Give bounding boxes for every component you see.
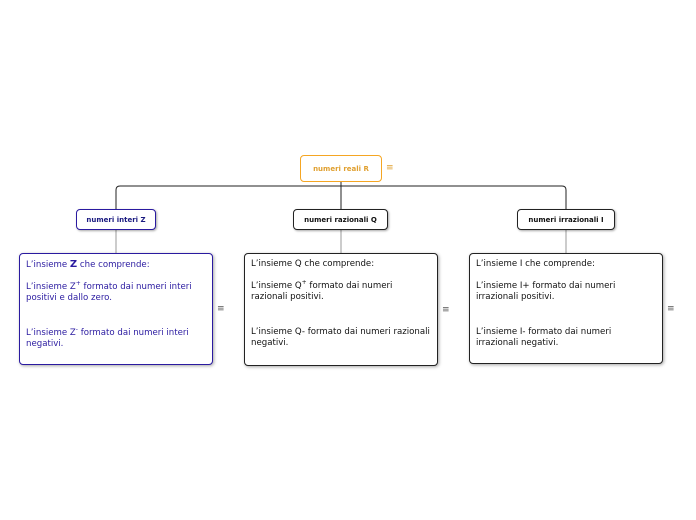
notes-negative: L’insieme Z- formato dai numeri interi n… [26, 326, 189, 349]
notes-negative: L’insieme Q- formato dai numeri razional… [251, 327, 430, 348]
notes-negative: L’insieme I- formato dai numeri irrazion… [476, 327, 612, 348]
branch-node-irrazionali[interactable]: numeri irrazionali I [517, 209, 615, 230]
root-node[interactable]: numeri reali R [300, 155, 382, 182]
set-symbol-z: Z [69, 259, 78, 270]
notes-positive: L’insieme Z+ formato dai numeri interi p… [26, 280, 192, 303]
branch-node-interi[interactable]: numeri interi Z [76, 209, 156, 230]
notes-box-razionali[interactable]: L’insieme Q che comprende: L’insieme Q+ … [244, 253, 438, 366]
branch-label: numeri razionali Q [304, 215, 377, 224]
notes-menu-icon-interi[interactable]: ≡ [217, 304, 225, 314]
notes-menu-icon-razionali[interactable]: ≡ [442, 305, 450, 315]
notes-menu-icon-irrazionali[interactable]: ≡ [667, 304, 675, 314]
notes-box-interi[interactable]: L’insieme Z che comprende: L’insieme Z+ … [19, 253, 213, 365]
notes-positive: L’insieme I+ formato dai numeri irrazion… [476, 281, 616, 302]
connector-bus [115, 185, 567, 209]
branch-label: numeri interi Z [86, 215, 146, 224]
notes-intro: L’insieme Z che comprende: [26, 259, 150, 270]
root-menu-icon[interactable]: ≡ [386, 163, 394, 173]
notes-intro: L’insieme I che comprende: [476, 259, 595, 269]
branch-label: numeri irrazionali I [528, 215, 604, 224]
notes-box-irrazionali[interactable]: L’insieme I che comprende: L’insieme I+ … [469, 253, 663, 364]
root-label: numeri reali R [313, 164, 369, 173]
notes-intro: L’insieme Q che comprende: [251, 259, 375, 269]
notes-positive: L’insieme Q+ formato dai numeri razional… [251, 279, 393, 302]
branch-node-razionali[interactable]: numeri razionali Q [293, 209, 388, 230]
